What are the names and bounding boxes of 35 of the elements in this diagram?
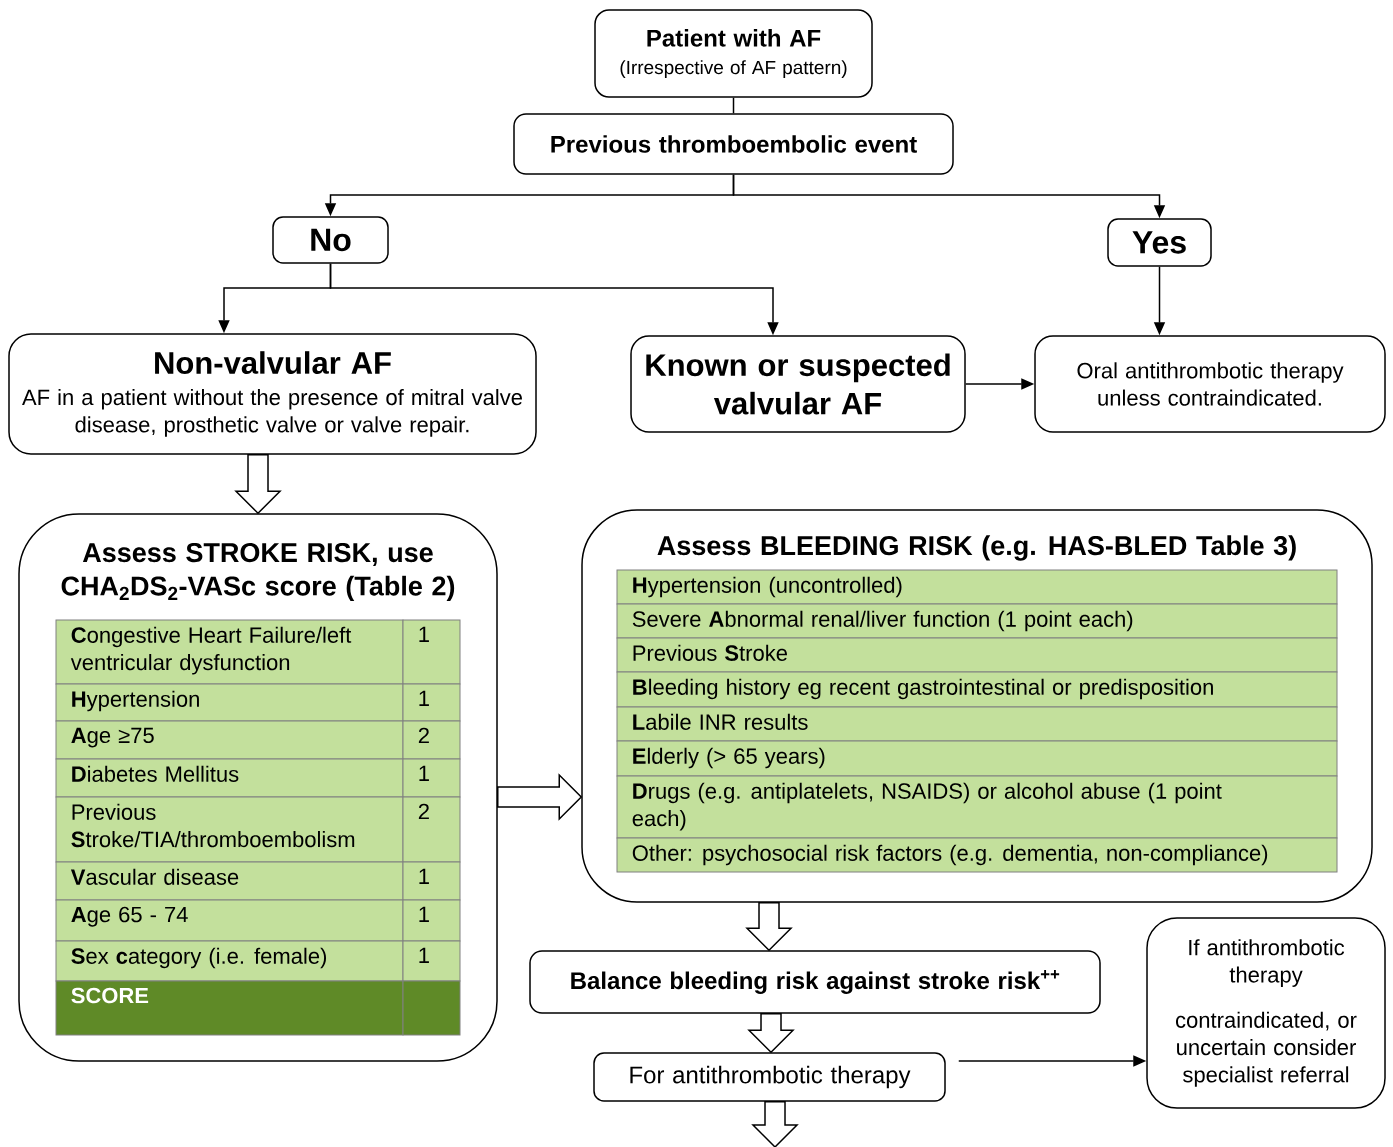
table-cell: Labile INR results bbox=[616, 706, 1338, 742]
table-cell: Drugs (e.g. antiplatelets, NSAIDS) or alcohol abuse (1 point each) bbox=[616, 775, 1338, 839]
table-cell: Bleeding history eg recent gastrointestinal or predisposition bbox=[616, 671, 1338, 708]
answer-box: No bbox=[272, 216, 389, 264]
process-box: Known or suspected valvular AF bbox=[630, 335, 966, 433]
block-arrow bbox=[497, 773, 583, 821]
note-box: If antithrombotic therapy contraindicated, or uncertain consider specialist referral bbox=[1146, 917, 1386, 1109]
table-cell: 1 bbox=[402, 899, 461, 942]
risk-panel bbox=[581, 509, 1373, 903]
table-cell: Hypertension (uncontrolled) bbox=[616, 569, 1338, 605]
table-cell: Previous Stroke bbox=[616, 637, 1338, 673]
table-cell: 1 bbox=[402, 683, 461, 722]
table-cell: Severe Abnormal renal/liver function (1 point each) bbox=[616, 603, 1338, 639]
process-box: For antithrombotic therapy bbox=[593, 1052, 946, 1102]
process-box: Oral antithrombotic therapy unless contraindicated. bbox=[1034, 335, 1386, 433]
block-arrow bbox=[234, 454, 282, 515]
risk-panel bbox=[18, 513, 498, 1062]
start-box: Patient with AF (Irrespective of AF pattern) bbox=[594, 9, 873, 98]
block-arrow bbox=[751, 1101, 799, 1147]
table-cell: 1 bbox=[402, 758, 461, 798]
table-cell: Other: psychosocial risk factors (e.g. dementia, non-compliance) bbox=[616, 837, 1338, 873]
table-cell: 2 bbox=[402, 720, 461, 760]
process-box: Balance bleeding risk against stroke risk$^{++}$ bbox=[529, 950, 1101, 1014]
panel-heading: Assess BLEEDING RISK (e.g. HAS-BLED Table 3) bbox=[657, 535, 1296, 561]
panel-heading: Assess STROKE RISK, use CHA$_{2}$DS$_{2}$-VASc score (Table 2) bbox=[61, 543, 455, 601]
table-cell: 1 bbox=[402, 619, 461, 685]
block-arrow bbox=[747, 1013, 795, 1054]
answer-box: Yes bbox=[1107, 218, 1212, 267]
process-box: Non-valvular AF AF in a patient without the presence of mitral valve disease, prosthetic valve or valve repair. bbox=[8, 333, 537, 455]
decision-box: Previous thromboembolic event bbox=[513, 113, 954, 175]
table-cell: 1 bbox=[402, 861, 461, 901]
table-cell: 1 bbox=[402, 940, 461, 982]
table-cell: Elderly (> 65 years) bbox=[616, 740, 1338, 777]
block-arrow bbox=[745, 902, 793, 952]
table-cell: 2 bbox=[402, 796, 461, 863]
